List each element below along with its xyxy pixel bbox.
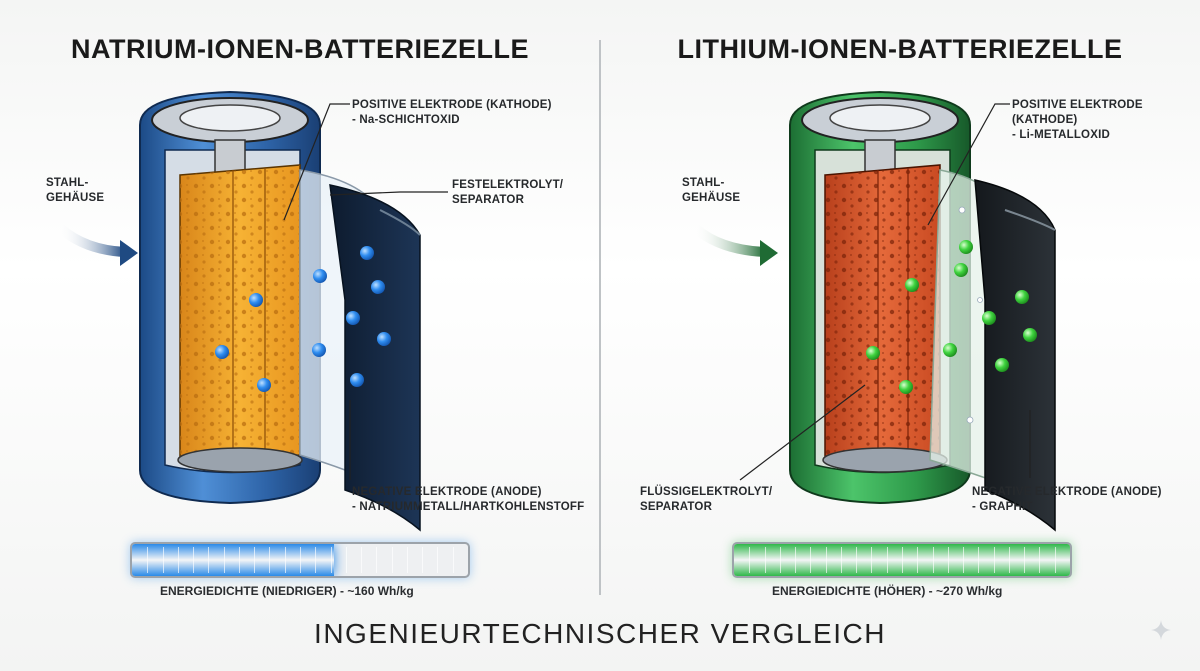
sodium-housing-label: STAHL- GEHÄUSE (46, 177, 105, 204)
bar-segment-divider (764, 547, 766, 573)
bar-segment-divider (300, 547, 301, 573)
bar-segment-divider (1008, 547, 1010, 573)
bar-segment-divider (345, 547, 347, 573)
sodium-energy-density-bar (130, 542, 470, 578)
sodium-ions (215, 246, 391, 392)
sodium-ion-title: NATRIUM-IONEN-BATTERIEZELLE (71, 34, 529, 64)
bar-segment-divider (284, 547, 286, 573)
bar-segment-divider (825, 547, 827, 573)
bar-segment-divider (162, 547, 164, 573)
bar-segment-divider (147, 547, 149, 573)
bar-segment-divider (361, 547, 363, 573)
bar-segment-divider (902, 547, 903, 573)
bar-segment-divider (993, 547, 995, 573)
bar-segment-divider (406, 547, 408, 573)
bar-segment-divider (932, 547, 934, 573)
lithium-cathode-label: POSITIVE ELEKTRODE (KATHODE) - Li-METALL… (1012, 99, 1143, 141)
bar-segment-divider (330, 547, 332, 573)
sodium-ion-panel: NATRIUM-IONEN-BATTERIEZELLE (0, 0, 600, 610)
bar-segment-divider (947, 547, 949, 573)
bar-segment-divider (917, 547, 919, 573)
sodium-separator-label: FESTELEKTROLYT/ SEPARATOR (452, 179, 564, 206)
bar-segment-divider (452, 547, 454, 573)
bar-segment-divider (1054, 547, 1056, 573)
bar-segment-divider (315, 547, 317, 573)
bar-segment-divider (1024, 547, 1026, 573)
bar-segment-divider (1039, 547, 1041, 573)
lithium-housing-label: STAHL- GEHÄUSE (682, 177, 741, 204)
bar-segment-divider (177, 547, 179, 573)
bar-segment-divider (810, 547, 812, 573)
sodium-energy-density-fill (132, 544, 334, 576)
bar-segment-divider (391, 547, 393, 573)
bar-segment-divider (422, 547, 424, 573)
bar-segment-divider (886, 547, 888, 573)
sodium-energy-density-caption: ENERGIEDICHTE (NIEDRIGER) - ~160 Wh/kg (160, 584, 414, 598)
lithium-energy-density-bar (732, 542, 1072, 578)
bar-segment-divider (840, 547, 842, 573)
lithium-ion-panel: LITHIUM-IONEN-BATTERIEZELLE (600, 0, 1200, 610)
bar-segment-divider (254, 547, 256, 573)
bar-segment-divider (376, 547, 378, 573)
lithium-ions (866, 240, 1037, 394)
lithium-ion-title: LITHIUM-IONEN-BATTERIEZELLE (677, 34, 1123, 64)
bar-segment-divider (437, 547, 439, 573)
sodium-anode-label: NEGATIVE ELEKTRODE (ANODE) - NATRIUMMETA… (352, 486, 585, 513)
bar-segment-divider (749, 547, 751, 573)
bar-segment-divider (238, 547, 240, 573)
bar-segment-divider (871, 547, 873, 573)
bar-segment-divider (978, 547, 980, 573)
bar-segment-divider (963, 547, 965, 573)
bar-segment-divider (223, 547, 225, 573)
bar-segment-divider (795, 547, 797, 573)
lithium-separator-label: FLÜSSIGELEKTROLYT/ SEPARATOR (640, 486, 773, 513)
lithium-ion-cell-illustration (690, 90, 1056, 532)
lithium-energy-density-caption: ENERGIEDICHTE (HÖHER) - ~270 Wh/kg (772, 584, 1003, 598)
bar-segment-divider (856, 547, 858, 573)
lithium-anode-label: NEGATIVE ELEKTRODE (ANODE) - GRAPHIT (972, 486, 1162, 513)
sodium-ion-cell-illustration (55, 90, 448, 532)
bar-segment-divider (269, 547, 271, 573)
bar-segment-divider (208, 547, 210, 573)
sparkle-icon (1151, 620, 1171, 640)
bar-segment-divider (193, 547, 195, 573)
panel-divider (599, 40, 601, 595)
footer-title: INGENIEURTECHNISCHER VERGLEICH (314, 618, 886, 649)
bar-segment-divider (779, 547, 781, 573)
sodium-cathode-label: POSITIVE ELEKTRODE (KATHODE) - Na-SCHICH… (352, 99, 552, 126)
